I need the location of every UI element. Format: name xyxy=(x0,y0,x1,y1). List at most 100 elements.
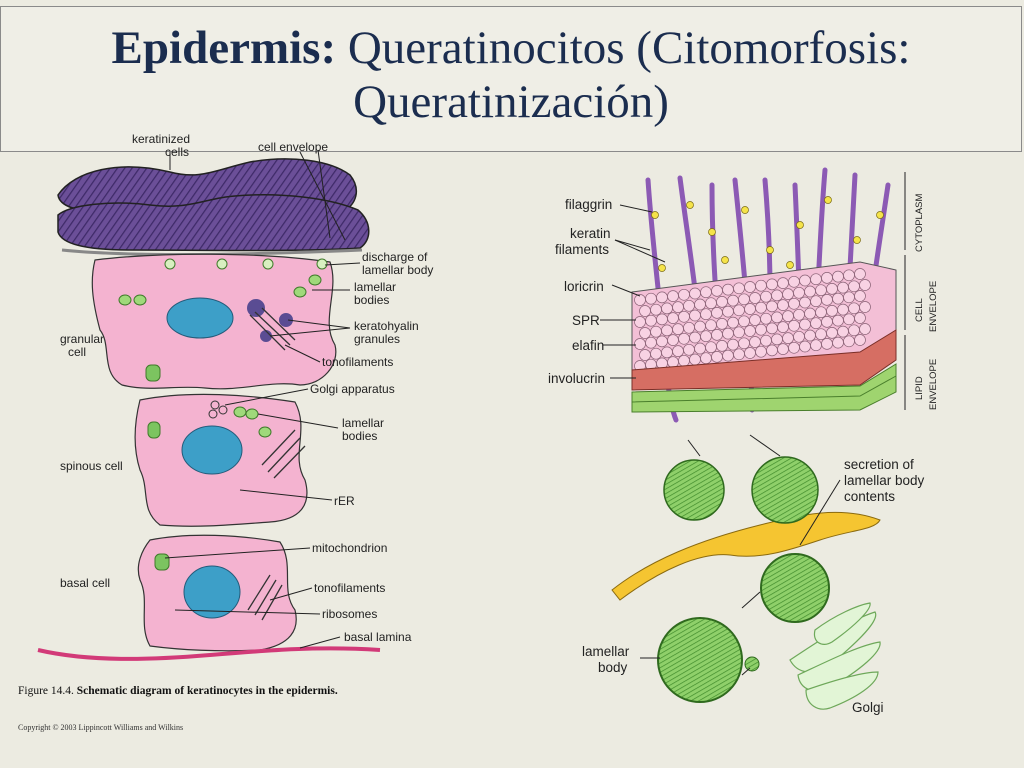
loricrin-sphere xyxy=(716,318,728,330)
loricrin-sphere xyxy=(799,318,811,331)
loricrin-sphere xyxy=(744,347,756,359)
loricrin-sphere xyxy=(727,316,739,329)
loricrin-sphere xyxy=(705,297,717,310)
lamellar-body xyxy=(245,408,259,420)
label-golgi: Golgi xyxy=(852,700,884,715)
tonofilament-bundle xyxy=(249,307,296,351)
yellow-membrane xyxy=(611,511,881,601)
loricrin-sphere xyxy=(777,343,789,355)
label-mitochondrion: mitochondrion xyxy=(312,541,387,555)
loricrin-sphere xyxy=(854,290,866,302)
label-tonofilaments-b: tonofilaments xyxy=(314,581,385,595)
loricrin-sphere xyxy=(810,273,822,286)
label-secretion: secretion of xyxy=(844,457,914,472)
loricrin-sphere xyxy=(782,332,794,344)
loricrin-sphere xyxy=(716,340,728,352)
loricrin-sphere xyxy=(639,327,651,339)
loricrin-sphere xyxy=(650,325,662,338)
loricrin-sphere xyxy=(788,341,800,354)
lamellar-body xyxy=(133,294,147,306)
loricrin-sphere xyxy=(810,317,822,330)
loricrin-sphere xyxy=(683,299,695,312)
loricrin-sphere xyxy=(766,300,778,313)
loricrin-sphere xyxy=(832,314,844,327)
loricrin-sphere xyxy=(694,342,706,355)
lamellar-body xyxy=(308,274,322,286)
mitochondrion xyxy=(154,553,170,571)
mitochondrion xyxy=(147,421,161,439)
loricrin-sphere xyxy=(843,291,855,304)
loricrin-sphere xyxy=(782,288,794,300)
loricrin-sphere xyxy=(733,326,745,339)
loricrin-sphere xyxy=(650,347,662,360)
label-lamellar-body: lamellar body xyxy=(362,263,433,277)
basal-lamina xyxy=(37,646,381,661)
mitochondrion xyxy=(145,364,161,382)
label-filaggrin: filaggrin xyxy=(565,197,612,212)
loricrin-sphere xyxy=(854,312,866,324)
label-basal-cell: basal cell xyxy=(60,576,110,590)
caption-text: Schematic diagram of keratinocytes in th… xyxy=(74,685,338,697)
loricrin-sphere xyxy=(859,279,871,291)
loricrin-sphere xyxy=(848,324,860,337)
loricrin-sphere xyxy=(722,305,734,318)
loricrin-sphere xyxy=(804,307,816,320)
loricrin-sphere xyxy=(639,349,651,361)
loricrin-sphere xyxy=(793,286,805,299)
lamellar-body xyxy=(258,426,272,438)
loricrin-sphere xyxy=(667,290,679,302)
label-cell-envelope-2: ENVELOPE xyxy=(928,281,939,332)
lamellar-body xyxy=(293,286,307,298)
loricrin-sphere xyxy=(738,315,750,328)
lamellar-discharge xyxy=(316,258,328,270)
loricrin-sphere xyxy=(738,337,750,350)
loricrin-sphere xyxy=(854,268,866,280)
keratohyalin-granule xyxy=(247,299,265,317)
loricrin-sphere xyxy=(859,301,871,313)
loricrin-sphere xyxy=(738,293,750,306)
loricrin-sphere xyxy=(716,296,728,308)
loricrin-sphere xyxy=(843,269,855,282)
loricrin-sphere xyxy=(777,321,789,333)
loricrin-sphere xyxy=(672,323,684,335)
loricrin-sphere xyxy=(777,299,789,311)
fusing-vesicle xyxy=(760,553,830,623)
loricrin-sphere xyxy=(727,294,739,307)
label-cell-envelope-1: CELL xyxy=(914,298,925,322)
loricrin-sphere xyxy=(667,356,679,368)
label-granules: granules xyxy=(354,332,400,346)
involucrin-layer xyxy=(631,329,897,391)
loricrin-sphere xyxy=(821,316,833,328)
loricrin-sphere xyxy=(700,308,712,321)
title-line2: Queratinización) xyxy=(353,76,669,128)
loricrin-sphere xyxy=(661,346,673,359)
tonofilament-bundle xyxy=(261,429,306,479)
label-lipid-2: ENVELOPE xyxy=(928,359,939,410)
loricrin-sphere xyxy=(821,294,833,306)
keratohyalin-granule xyxy=(279,313,293,327)
loricrin-sphere xyxy=(667,334,679,346)
lamellar-body-vesicle xyxy=(657,617,743,703)
label-tonofilaments: tonofilaments xyxy=(322,355,393,369)
loricrin-sphere xyxy=(815,284,827,297)
label-ribosomes: ribosomes xyxy=(322,607,377,621)
loricrin-sphere xyxy=(656,313,668,326)
label-basal-lamina: basal lamina xyxy=(344,630,412,644)
label-cell-envelope: cell envelope xyxy=(258,140,328,154)
spinous-nucleus xyxy=(181,425,243,475)
loricrin-sphere xyxy=(788,275,800,288)
label-bodies-b: bodies xyxy=(342,429,377,443)
loricrin-sphere xyxy=(678,354,690,367)
loricrin-sphere xyxy=(689,309,701,322)
loricrin-sphere xyxy=(722,283,734,296)
loricrin-sphere xyxy=(832,336,844,349)
loricrin-sphere xyxy=(755,279,767,292)
label-lipid-1: LIPID xyxy=(914,376,925,400)
loricrin-sphere xyxy=(771,333,783,346)
title-bold: Epidermis: xyxy=(111,22,337,74)
loricrin-sphere xyxy=(634,294,646,306)
label-keratin: keratin xyxy=(570,226,611,241)
loricrin-sphere xyxy=(705,341,717,354)
loricrin-sphere xyxy=(766,278,778,291)
loricrin-sphere xyxy=(672,301,684,313)
